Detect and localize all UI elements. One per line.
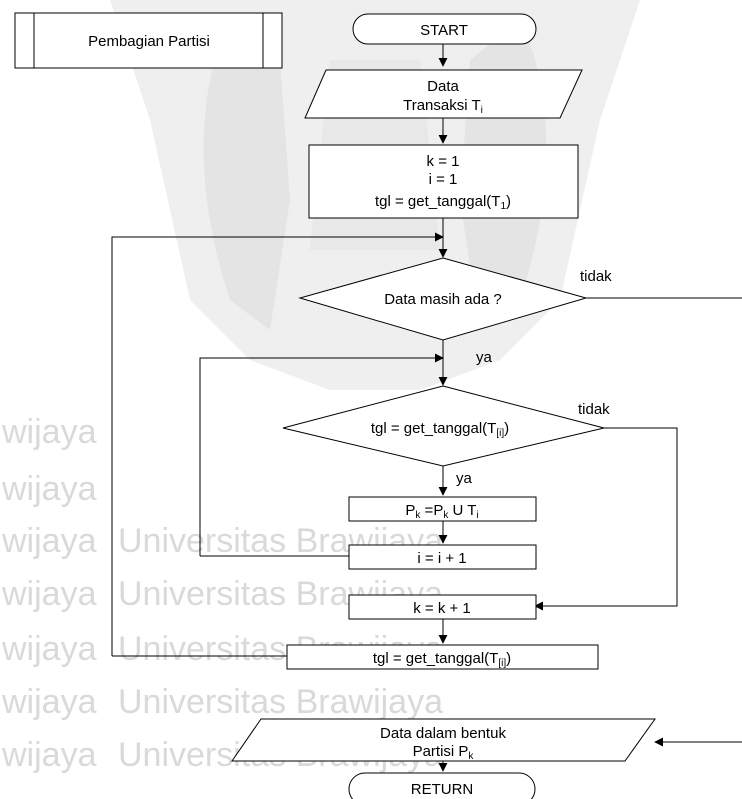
- assign-p-a: P: [405, 502, 415, 519]
- decision2-shape: [282, 385, 605, 467]
- title-box-outline: [14, 12, 283, 69]
- output-shape: [231, 718, 656, 762]
- decision2-no-label: tidak: [578, 401, 610, 418]
- output-data: Data dalam bentuk Partisi Pk: [231, 718, 656, 762]
- init-shape: [308, 144, 579, 219]
- start-label: START: [420, 22, 468, 39]
- decision1-shape: [298, 257, 588, 341]
- input-line2-sub: i: [481, 105, 483, 116]
- update-tgl-end: ): [506, 650, 511, 667]
- update-tgl-sub: [i]: [498, 658, 506, 669]
- increment-k-process: k = k + 1: [348, 594, 537, 620]
- wm-left-1: wijaya: [1, 413, 97, 451]
- edge-loop-outer: [111, 232, 444, 656]
- inc-k-label: k = k + 1: [413, 600, 471, 617]
- init-process: k = 1 i = 1 tgl = get_tanggal(T1): [308, 144, 579, 219]
- decision1-label: Data masih ada ?: [384, 291, 502, 308]
- decision2-yes-label: ya: [456, 470, 473, 487]
- update-tgl-shape: [286, 644, 599, 670]
- start-shape: [352, 13, 537, 45]
- output-line1: Data dalam bentuk: [380, 725, 506, 742]
- init-line3-sub: 1: [500, 201, 506, 212]
- init-line3: tgl = get_tanggal(T1): [375, 193, 511, 212]
- decision1-no-label: tidak: [580, 268, 612, 285]
- wm-left-2: wijaya: [1, 470, 97, 508]
- update-tgl-main: tgl = get_tanggal(T: [373, 650, 499, 667]
- init-line2: i = 1: [429, 171, 458, 188]
- assign-p-c: U T: [448, 502, 476, 519]
- wm-left-5: wijaya: [1, 630, 97, 668]
- input-line2-main: Transaksi T: [403, 97, 481, 114]
- connectors: [111, 44, 742, 772]
- wm-mid-4: Universitas Brawijaya: [118, 683, 443, 721]
- output-line2-sub: k: [468, 751, 474, 762]
- inc-i-shape: [348, 544, 537, 570]
- inc-k-shape: [348, 594, 537, 620]
- decision2-end: ): [504, 420, 509, 437]
- input-line1: Data: [427, 78, 459, 95]
- output-line2-main: Partisi P: [413, 743, 469, 760]
- decision-data-masih-ada: Data masih ada ?: [298, 257, 588, 341]
- assign-p-c-sub: i: [476, 510, 478, 521]
- assign-p-a-sub: k: [415, 510, 421, 521]
- assign-p-b-sub: k: [443, 510, 449, 521]
- crest-figure-left: [203, 20, 290, 330]
- decision1-yes-label: ya: [476, 349, 493, 366]
- return-shape: [348, 772, 536, 799]
- wm-left-3: wijaya: [1, 522, 97, 560]
- assign-p-b: =P: [420, 502, 443, 519]
- increment-i-process: i = i + 1: [348, 544, 537, 570]
- decision2-main: tgl = get_tanggal(T: [371, 420, 497, 437]
- assign-p-shape: [348, 496, 537, 522]
- inc-i-label: i = i + 1: [417, 550, 466, 567]
- assign-p-label: Pk =Pk U Ti: [405, 502, 478, 521]
- wm-left-4: wijaya: [1, 575, 97, 613]
- decision2-label: tgl = get_tanggal(T[i]): [371, 420, 509, 439]
- decision2-sub: [i]: [496, 428, 504, 439]
- update-tgl-label: tgl = get_tanggal(T[i]): [373, 650, 511, 669]
- return-terminator: RETURN: [348, 772, 536, 799]
- output-line2: Partisi Pk: [413, 743, 475, 762]
- assign-p-process: Pk =Pk U Ti: [348, 496, 537, 522]
- start-terminator: START: [352, 13, 537, 45]
- init-line3-main: tgl = get_tanggal(T: [375, 193, 501, 210]
- return-label: RETURN: [411, 781, 474, 798]
- input-data: Data Transaksi Ti: [304, 69, 583, 119]
- title-box-label: Pembagian Partisi: [88, 33, 210, 50]
- wm-left-6: wijaya: [1, 683, 97, 721]
- input-line2: Transaksi Ti: [403, 97, 483, 116]
- edge-loop-inner: [199, 353, 444, 556]
- init-line3-end: ): [506, 193, 511, 210]
- input-shape: [304, 69, 583, 119]
- wm-left-7: wijaya: [1, 736, 97, 774]
- update-tgl-process: tgl = get_tanggal(T[i]): [286, 644, 599, 670]
- decision-tgl: tgl = get_tanggal(T[i]): [282, 385, 605, 467]
- title-box: Pembagian Partisi: [14, 12, 283, 69]
- init-line1: k = 1: [427, 153, 460, 170]
- edge-decision2-no: [534, 427, 678, 611]
